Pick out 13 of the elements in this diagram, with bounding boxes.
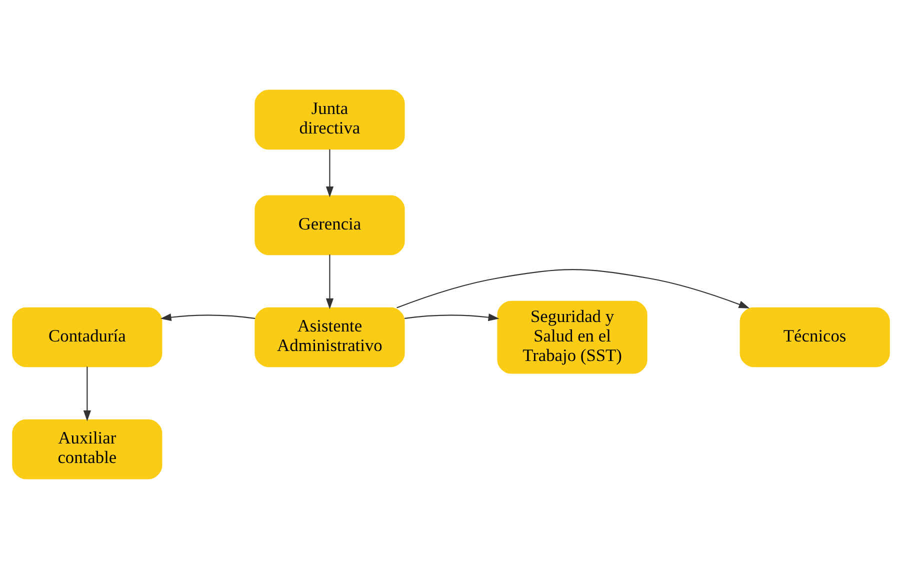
node-box: Contaduría <box>12 306 162 367</box>
node-box: Auxiliar contable <box>12 418 162 479</box>
node-box: Junta directiva <box>254 89 405 150</box>
arrow <box>396 268 750 308</box>
node-box: Seguridad y Salud en el Trabajo (SST) <box>497 300 648 374</box>
arrow <box>326 254 334 309</box>
arrow <box>160 313 256 321</box>
node-box: Técnicos <box>740 306 890 367</box>
arrow <box>83 366 91 421</box>
arrow <box>326 148 334 197</box>
arrow <box>404 313 500 321</box>
node-box: Gerencia <box>254 194 405 255</box>
node-box: Asistente Administrativo <box>254 306 405 367</box>
